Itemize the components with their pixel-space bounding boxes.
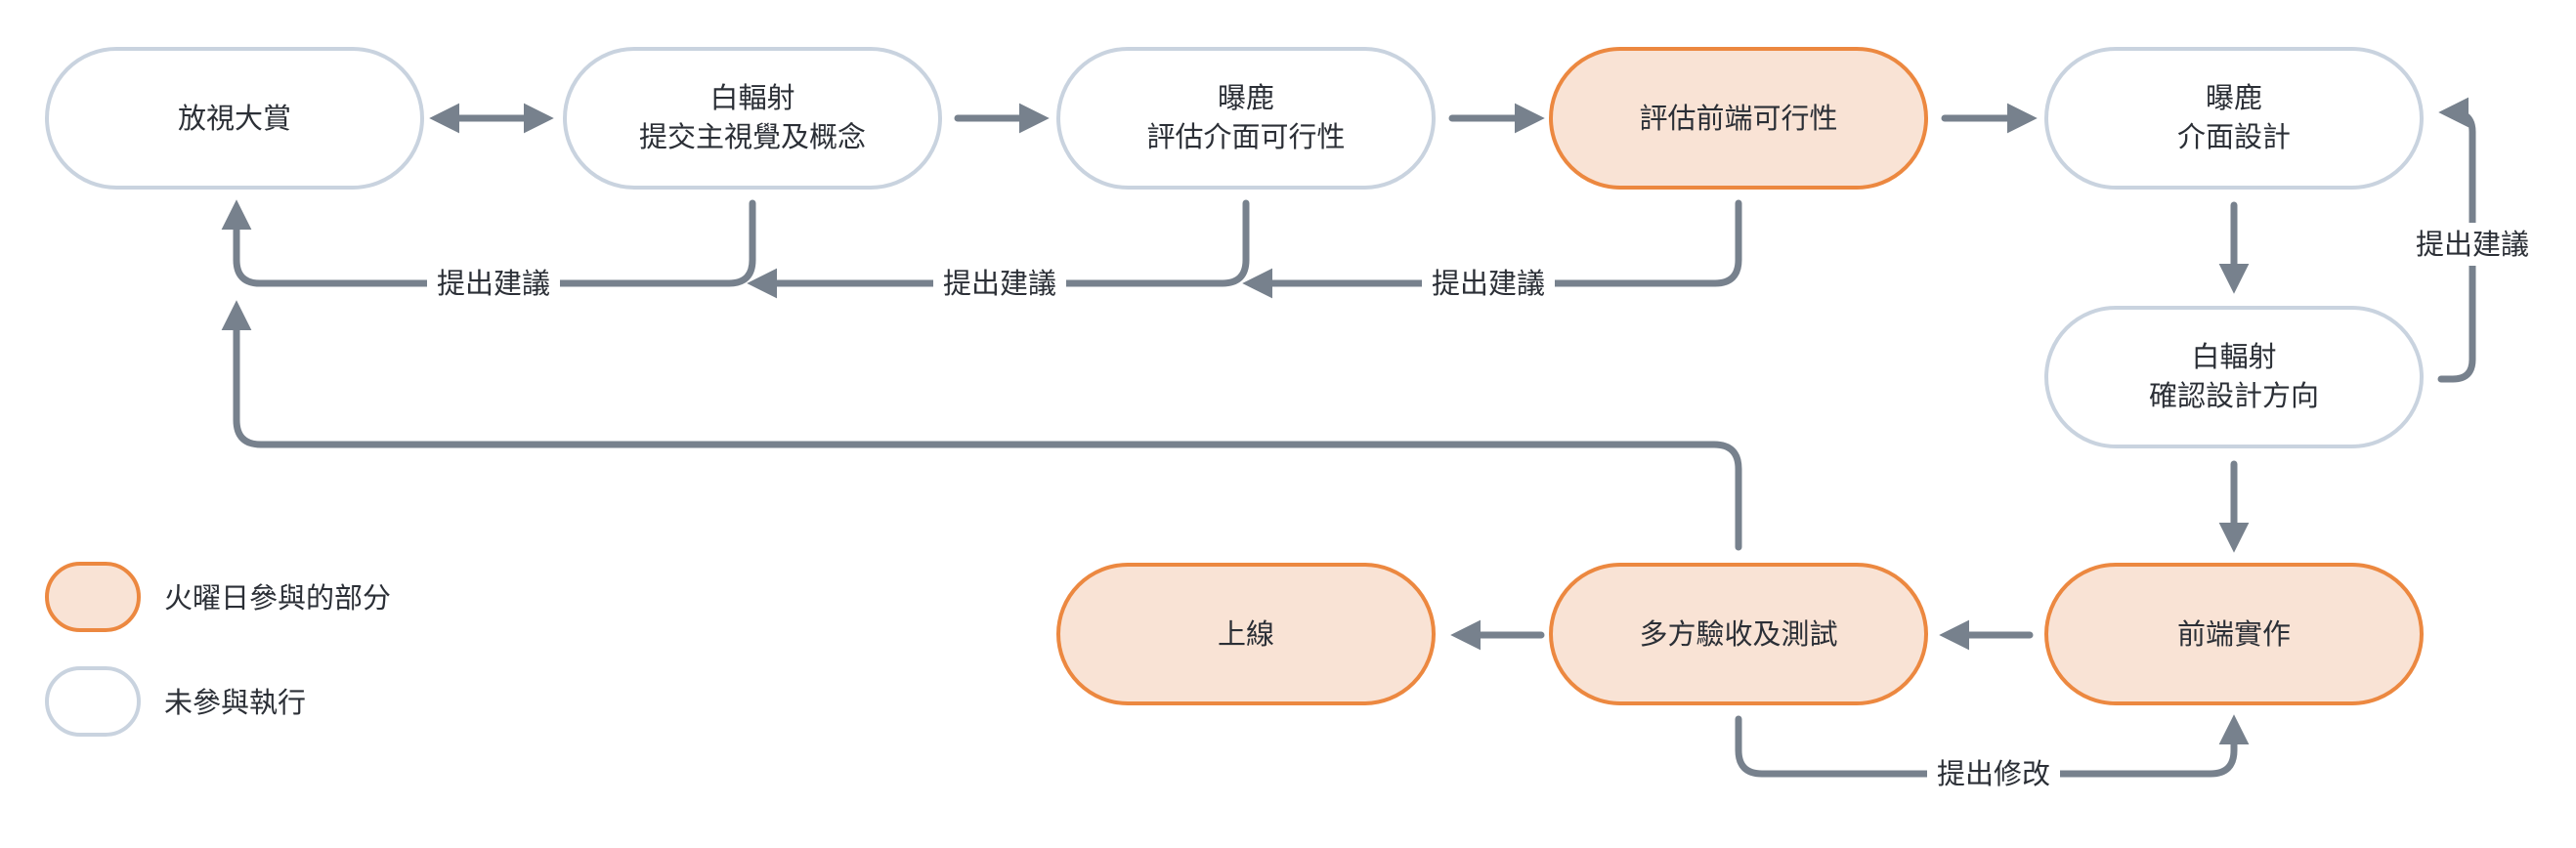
edge-label-feedback-1: 提出建議 xyxy=(427,262,560,305)
node-n4-label: 評估前端可行性 xyxy=(1639,102,1837,135)
legend-highlighted-label: 火曜日參與的部分 xyxy=(164,581,391,615)
legend: 火曜日參與的部分 未參與執行 xyxy=(45,562,391,737)
node-n7: 前端實作 xyxy=(2044,563,2424,705)
node-n4: 評估前端可行性 xyxy=(1549,47,1928,190)
node-n9-shape xyxy=(1056,563,1436,705)
node-n8: 多方驗收及測試 xyxy=(1549,563,1928,705)
node-n2-line1: 白輻射 xyxy=(709,81,794,114)
node-n1-shape xyxy=(45,47,424,190)
edge-label-revise-text: 提出修改 xyxy=(1937,757,2050,790)
node-n3-line2: 評估介面可行性 xyxy=(1146,120,1345,153)
node-n9-label: 上線 xyxy=(1218,617,1274,651)
node-n6-shape xyxy=(2044,306,2424,448)
node-n3-line1: 曝鹿 xyxy=(1218,81,1274,114)
node-n3: 曝鹿 評估介面可行性 xyxy=(1056,47,1436,190)
edge-labels: 提出建議 提出建議 提出建議 提出建議 提出修改 xyxy=(427,223,2541,795)
node-n5-shape xyxy=(2044,47,2424,190)
node-n5: 曝鹿 介面設計 xyxy=(2044,47,2424,190)
node-n2-shape xyxy=(563,47,942,190)
edge-label-feedback-3: 提出建議 xyxy=(1422,262,1555,305)
node-n7-label: 前端實作 xyxy=(2177,617,2291,651)
node-n6-line2: 確認設計方向 xyxy=(2149,379,2319,412)
edge-label-feedback-2: 提出建議 xyxy=(933,262,1066,305)
legend-plain-label: 未參與執行 xyxy=(164,686,306,719)
node-n2: 白輻射 提交主視覺及概念 xyxy=(563,47,942,190)
edge-label-feedback-2-text: 提出建議 xyxy=(943,267,1056,300)
node-n9: 上線 xyxy=(1056,563,1436,705)
node-n3-shape xyxy=(1056,47,1436,190)
node-n1-label: 放視大賞 xyxy=(178,102,291,135)
node-n8-shape xyxy=(1549,563,1928,705)
edge-label-feedback-4: 提出建議 xyxy=(2404,223,2541,266)
node-n6-line1: 白輻射 xyxy=(2191,340,2276,373)
edge-label-feedback-3-text: 提出建議 xyxy=(1432,267,1545,300)
node-n5-line2: 介面設計 xyxy=(2177,120,2291,153)
arrow-n8-n1-return xyxy=(221,300,1742,551)
node-n7-shape xyxy=(2044,563,2424,705)
legend-highlighted-swatch xyxy=(45,562,141,632)
node-n5-line1: 曝鹿 xyxy=(2206,81,2262,114)
node-n2-line2: 提交主視覺及概念 xyxy=(639,120,866,153)
arrow-n3-n2-feedback xyxy=(747,199,1250,299)
arrow-n4-n3-feedback xyxy=(1242,199,1742,299)
nodes: 放視大賞 白輻射 提交主視覺及概念 曝鹿 評估介面可行性 評估前端可行性 曝鹿 … xyxy=(45,47,2424,705)
node-n8-label: 多方驗收及測試 xyxy=(1639,617,1837,651)
node-n1: 放視大賞 xyxy=(45,47,424,190)
legend-plain-swatch xyxy=(45,666,141,737)
edge-label-revise: 提出修改 xyxy=(1927,752,2060,795)
node-n4-shape xyxy=(1549,47,1928,190)
edge-label-feedback-4-text: 提出建議 xyxy=(2416,228,2529,261)
node-n6: 白輻射 確認設計方向 xyxy=(2044,306,2424,448)
edge-label-feedback-1-text: 提出建議 xyxy=(437,267,550,300)
